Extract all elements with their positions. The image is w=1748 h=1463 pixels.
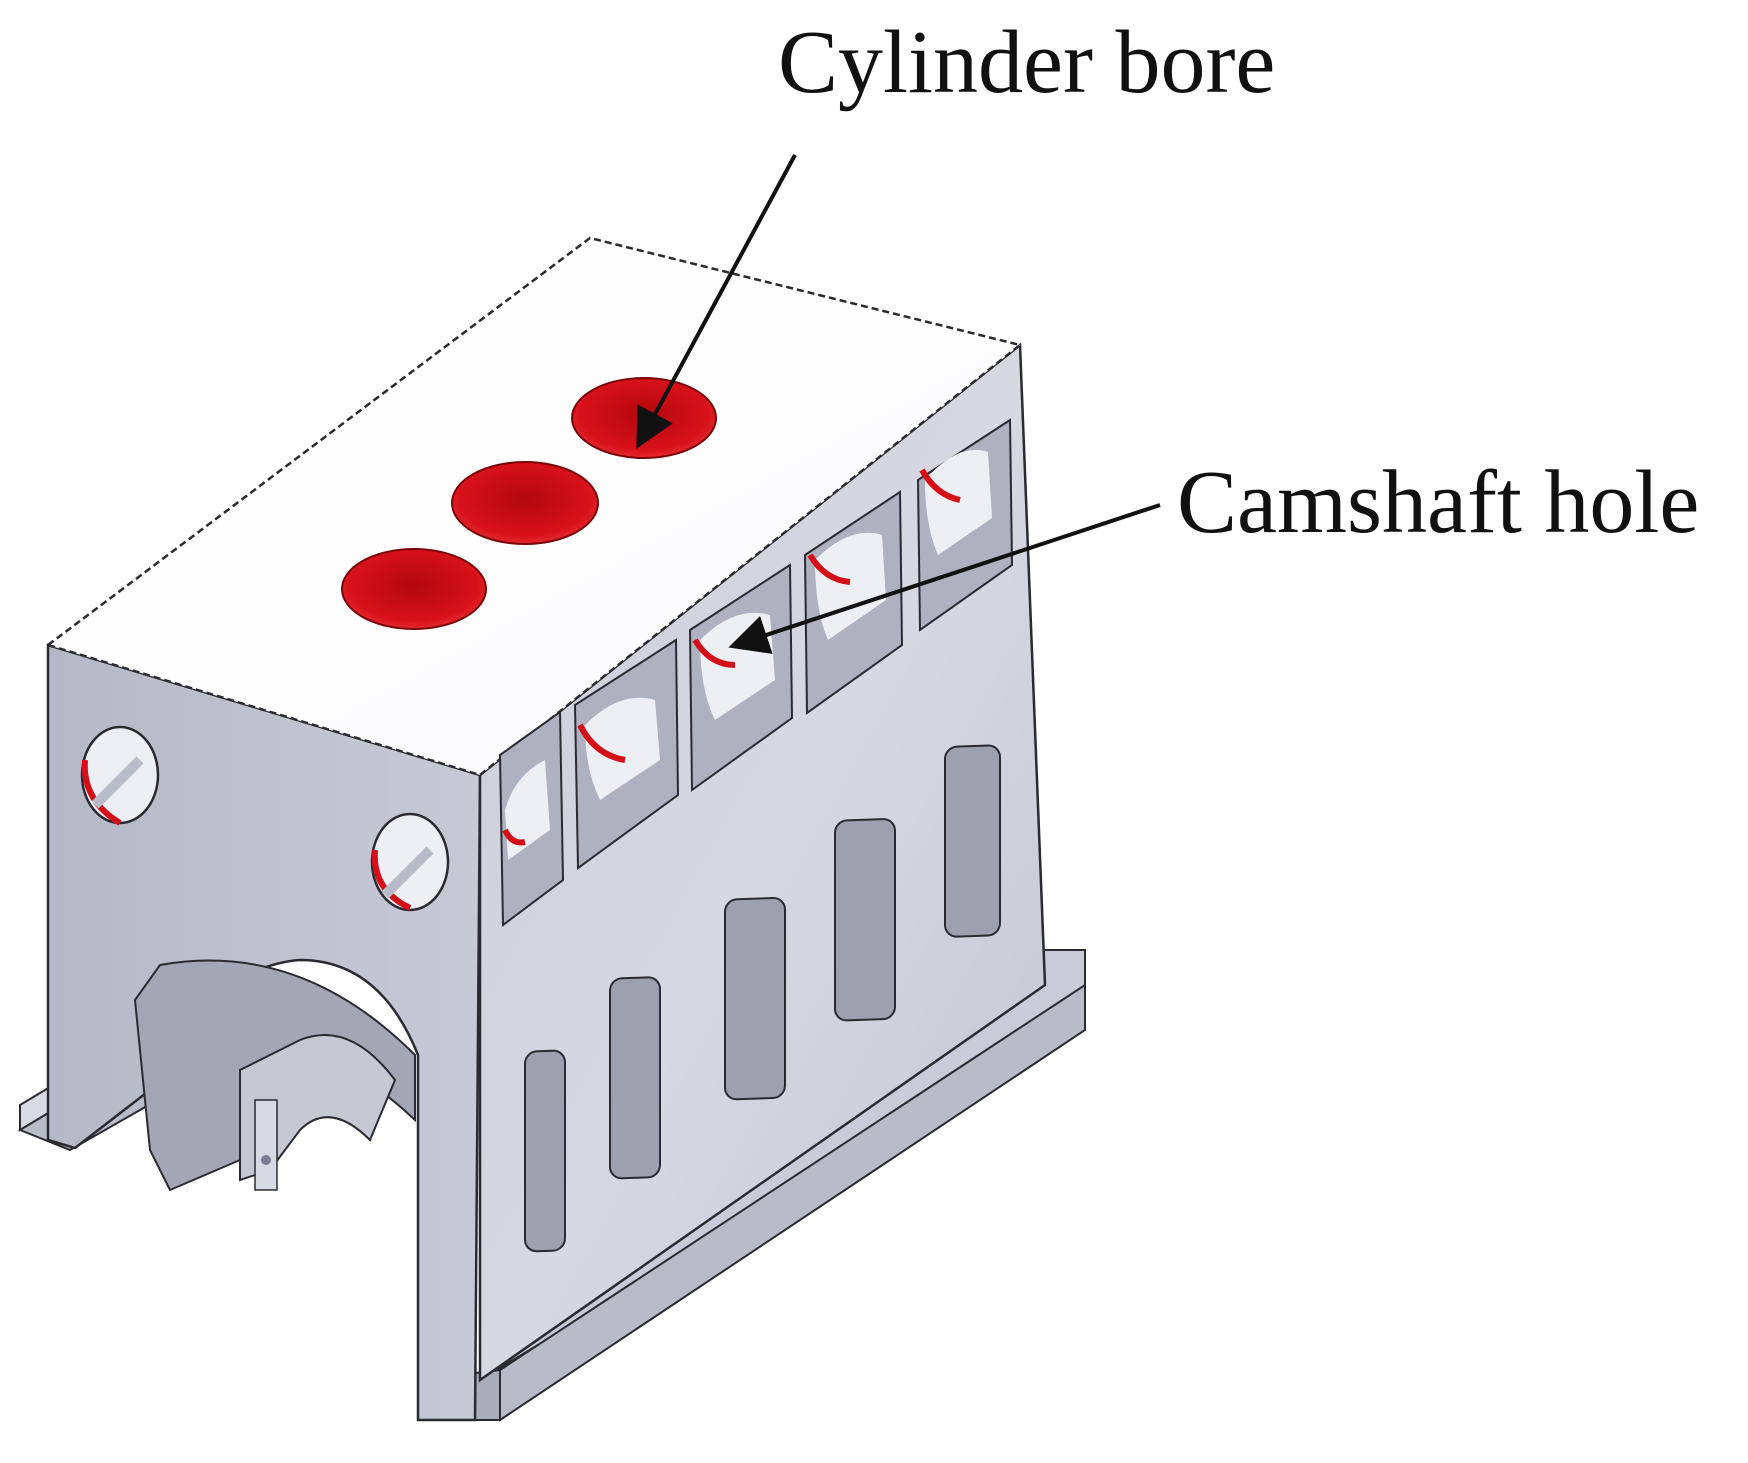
crank-opening	[133, 959, 416, 1192]
side-slot-3	[724, 896, 786, 1101]
cylinder-bore-label: Cylinder bore	[778, 13, 1276, 112]
side-slot-5	[944, 744, 1001, 938]
end-hole-right	[370, 812, 450, 912]
camshaft-windows	[498, 418, 1014, 927]
end-hole-left	[80, 725, 160, 826]
camshaft-window-2	[573, 638, 680, 870]
camshaft-window-1	[498, 710, 565, 927]
side-slot-4	[834, 818, 896, 1022]
camshaft-hole-leader	[728, 503, 1161, 654]
end-face-holes	[80, 725, 450, 912]
cylinder-bore-2	[451, 461, 599, 545]
side-slot-1	[524, 1049, 566, 1253]
camshaft-hole-label: Camshaft hole	[1177, 453, 1700, 552]
side-slots	[524, 744, 1001, 1253]
side-slot-2	[609, 976, 661, 1180]
cylinder-bore-1	[341, 548, 487, 630]
cylinder-bore-3	[571, 377, 717, 459]
cylinder-bore-leader	[636, 154, 797, 450]
cylinder-bores	[341, 377, 717, 630]
